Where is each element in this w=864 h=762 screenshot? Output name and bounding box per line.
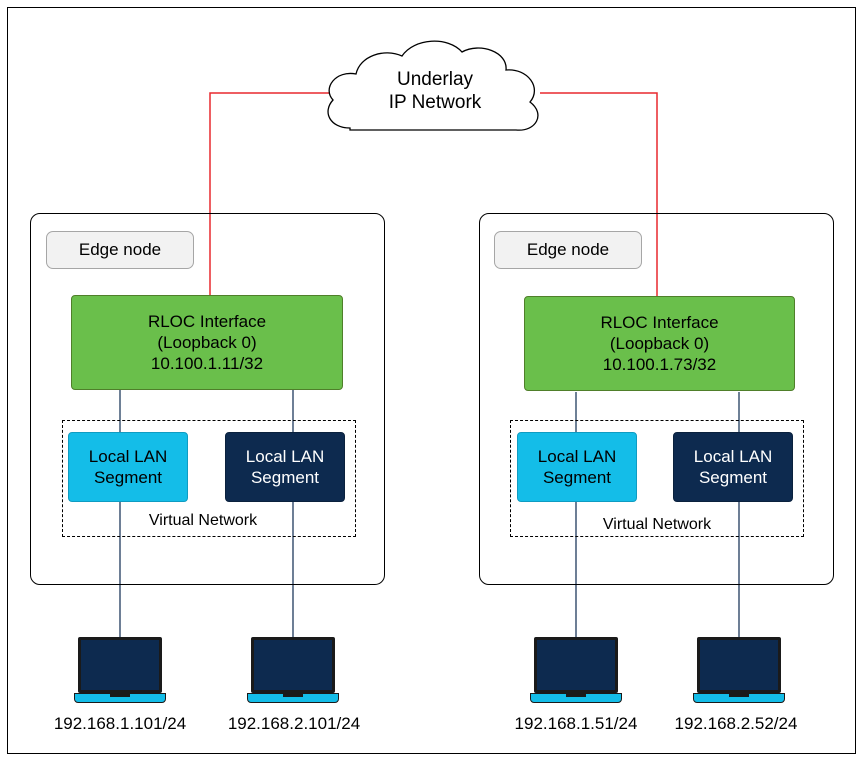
segment-line-2: Segment: [93, 468, 163, 487]
laptop-icon: [530, 637, 622, 703]
edge-node-label: Edge node: [494, 231, 642, 269]
edge-node-left: [30, 213, 385, 585]
host-ip-label: 192.168.2.52/24: [674, 714, 798, 733]
underlay-link-left: [209, 92, 330, 297]
underlay-cloud-label: Underlay IP Network: [360, 68, 510, 114]
local-lan-segment: Local LAN Segment: [517, 432, 637, 502]
host-ip-label: 192.168.1.51/24: [514, 714, 638, 733]
segment-line-1: Local LAN: [693, 447, 773, 466]
laptop-icon: [693, 637, 785, 703]
rloc-interface-box: RLOC Interface (Loopback 0) 10.100.1.73/…: [524, 296, 795, 391]
rloc-loopback: (Loopback 0): [157, 333, 257, 352]
local-lan-segment: Local LAN Segment: [68, 432, 188, 502]
rloc-interface-box: RLOC Interface (Loopback 0) 10.100.1.11/…: [71, 295, 343, 390]
cloud-shape: [327, 40, 539, 131]
local-lan-segment: Local LAN Segment: [225, 432, 345, 502]
cloud-line-2: IP Network: [388, 92, 482, 113]
virtual-network-label: Virtual Network: [148, 512, 258, 529]
rloc-title: RLOC Interface: [600, 313, 719, 332]
host-ip-label: 192.168.1.101/24: [53, 714, 187, 733]
segment-line-1: Local LAN: [537, 447, 617, 466]
rloc-address: 10.100.1.11/32: [150, 354, 264, 373]
edge-node-label: Edge node: [46, 231, 194, 269]
laptop-icon: [247, 637, 339, 703]
host-ip-label: 192.168.2.101/24: [227, 714, 361, 733]
laptop-icon: [74, 637, 166, 703]
segment-line-2: Segment: [698, 468, 768, 487]
rloc-loopback: (Loopback 0): [609, 334, 710, 353]
local-lan-segment: Local LAN Segment: [673, 432, 793, 502]
segment-line-1: Local LAN: [88, 447, 168, 466]
rloc-title: RLOC Interface: [147, 312, 267, 331]
segment-line-2: Segment: [250, 468, 320, 487]
segment-line-2: Segment: [542, 468, 612, 487]
virtual-network-label: Virtual Network: [602, 516, 712, 533]
diagram-frame: [7, 7, 856, 754]
virtual-network-box: [510, 420, 804, 537]
segment-line-1: Local LAN: [245, 447, 325, 466]
edge-node-right: [479, 213, 834, 585]
underlay-link-right: [540, 92, 658, 297]
rloc-address: 10.100.1.73/32: [602, 355, 717, 374]
cloud-line-1: Underlay: [396, 69, 474, 90]
virtual-network-box: [62, 420, 356, 537]
